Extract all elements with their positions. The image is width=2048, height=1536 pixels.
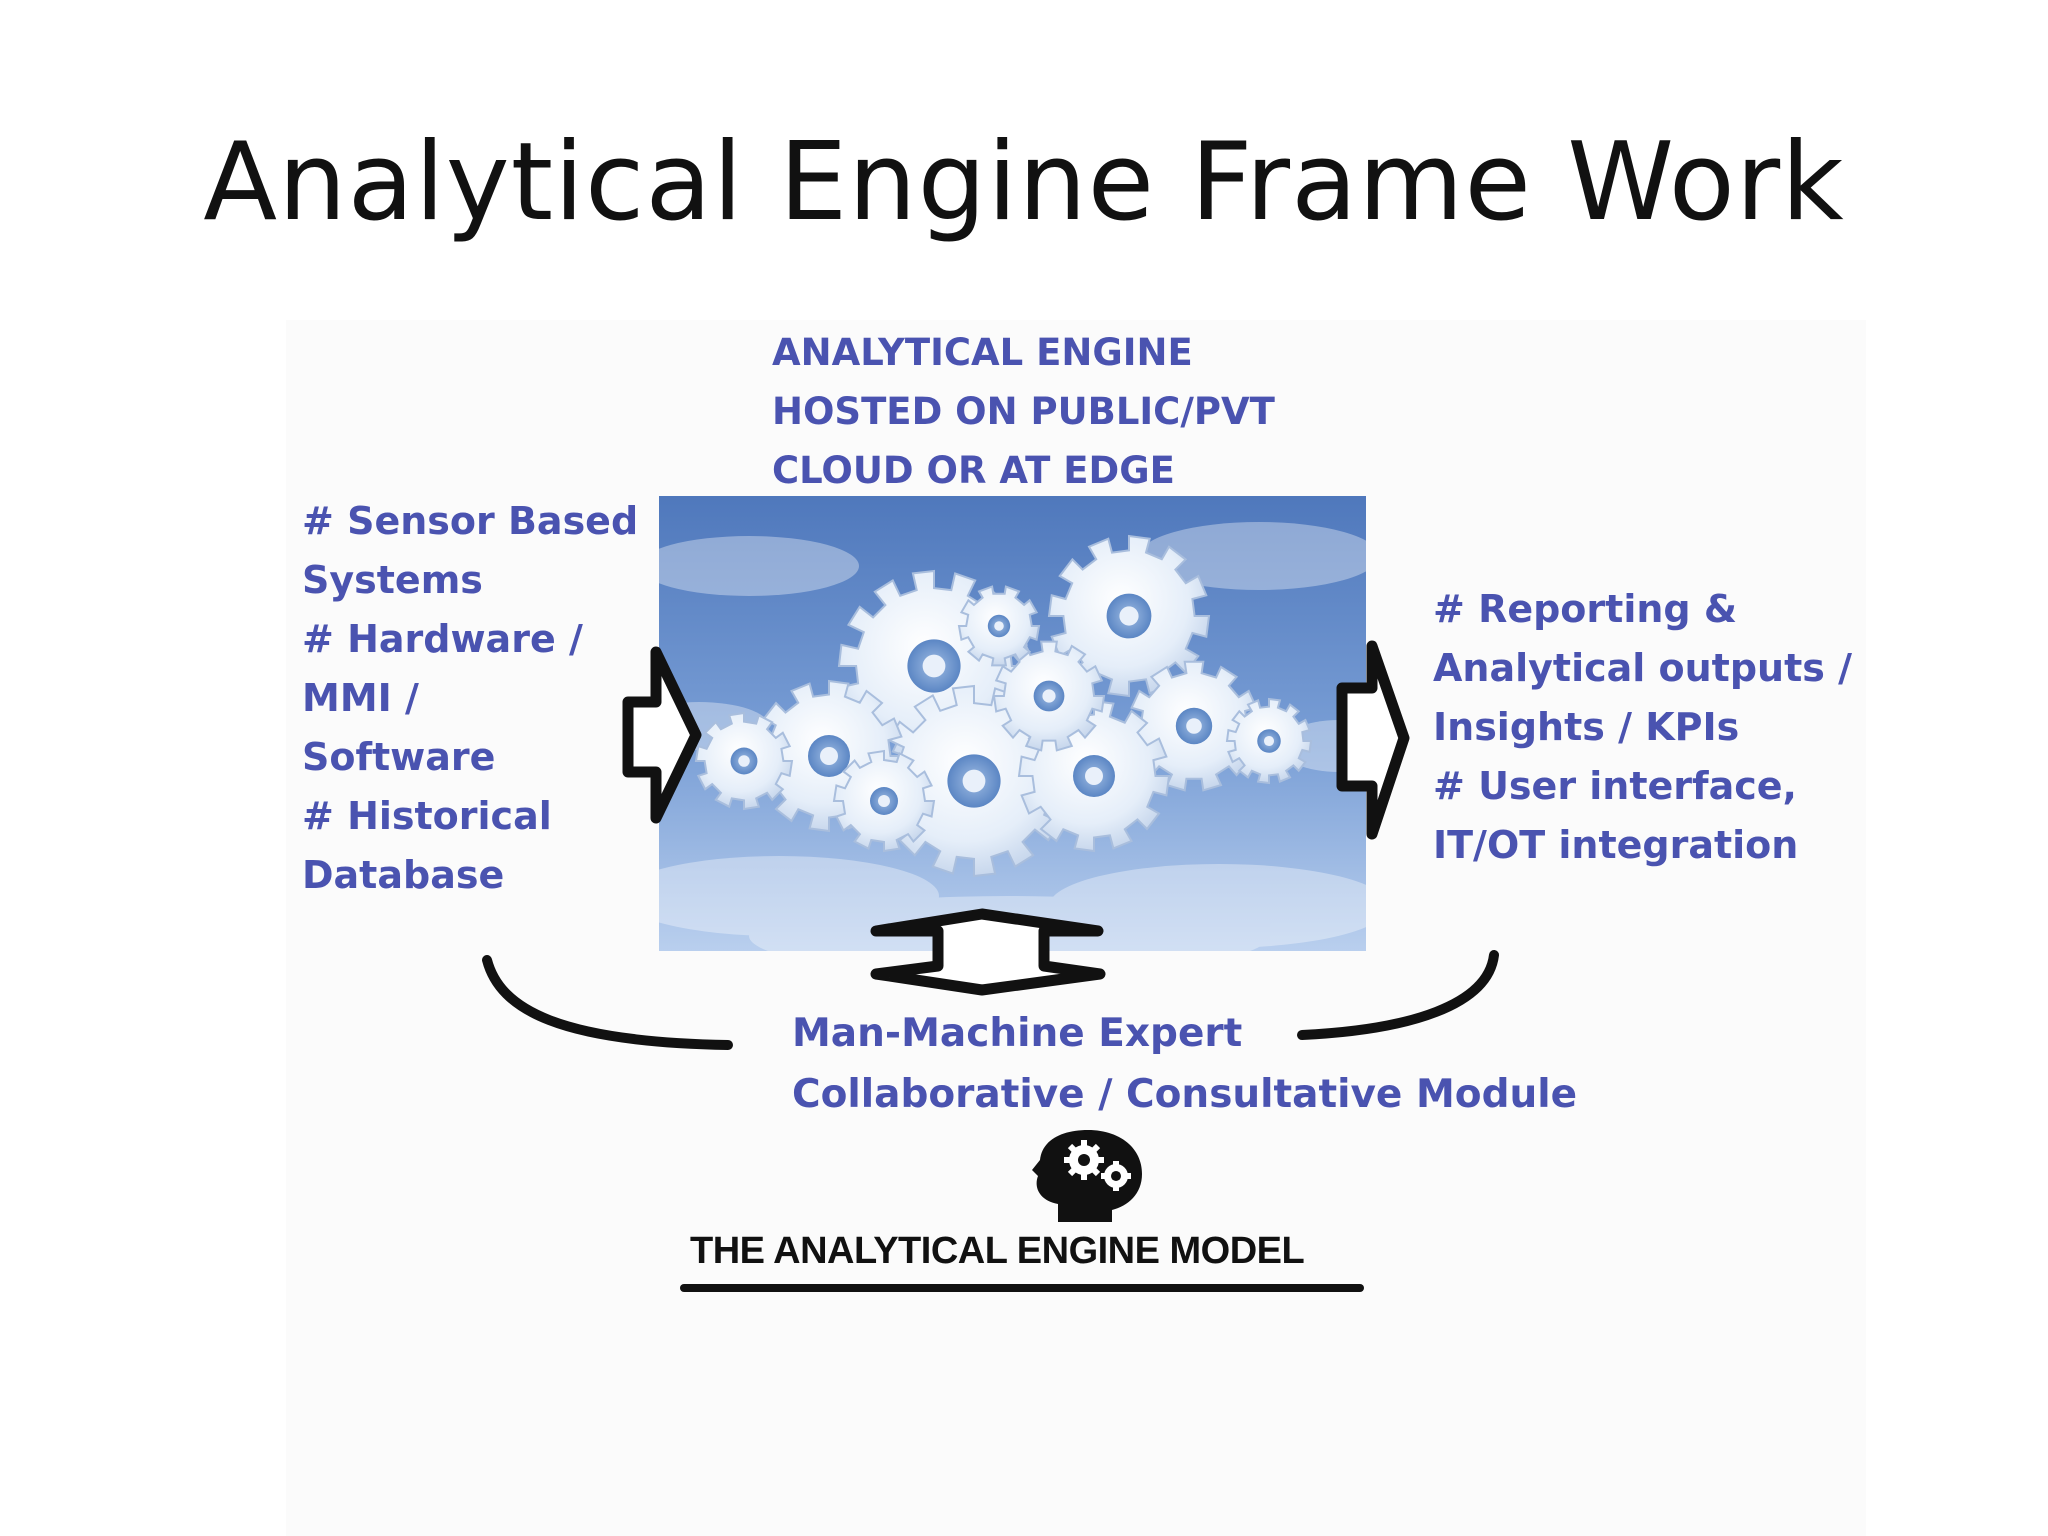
model-title-underline [680,1284,1364,1292]
brain-gears-head-icon [1032,1130,1142,1222]
collaboration-module-label: Man-Machine Expert Collaborative / Consu… [792,1003,1577,1125]
input-item: MMI / [302,676,419,720]
gear-axle [878,795,890,807]
gear-axle [922,654,946,678]
collaboration-line: Collaborative / Consultative Module [792,1072,1578,1117]
gear-axle [738,755,750,767]
slide-title: Analytical Engine Frame Work [203,120,1845,245]
model-title: THE ANALYTICAL ENGINE MODEL [690,1230,1305,1272]
gear-axle [1263,735,1275,747]
cloud-heading: ANALYTICAL ENGINE HOSTED ON PUBLIC/PVT C… [772,323,1275,500]
input-item: Systems [302,558,483,602]
gear-axle [820,747,838,765]
output-item: Analytical outputs / [1433,646,1852,690]
output-item: Insights / KPIs [1433,705,1740,749]
gear-axle [962,769,986,793]
gear-axle [1186,718,1202,734]
input-item: # Sensor Based [302,499,639,543]
gear-axle [1042,689,1056,703]
cloud-heading-line: ANALYTICAL ENGINE [772,331,1193,374]
output-item: # Reporting & [1433,587,1737,631]
input-item: Software [302,735,496,779]
gear-axle [994,621,1004,631]
output-list: # Reporting & Analytical outputs / Insig… [1433,580,1852,875]
input-item: # Hardware / [302,617,583,661]
input-item: Database [302,853,505,897]
cloud-heading-line: CLOUD OR AT EDGE [772,449,1175,492]
output-item: IT/OT integration [1433,823,1799,867]
gear-axle [1119,606,1139,626]
collaboration-line: Man-Machine Expert [792,1011,1243,1056]
output-item: # User interface, [1433,764,1797,808]
cloud-heading-line: HOSTED ON PUBLIC/PVT [772,390,1275,433]
input-item: # Historical [302,794,552,838]
gear-axle [1085,767,1103,785]
input-list: # Sensor Based Systems # Hardware / MMI … [302,492,638,905]
gears-cloud-image [659,496,1366,951]
